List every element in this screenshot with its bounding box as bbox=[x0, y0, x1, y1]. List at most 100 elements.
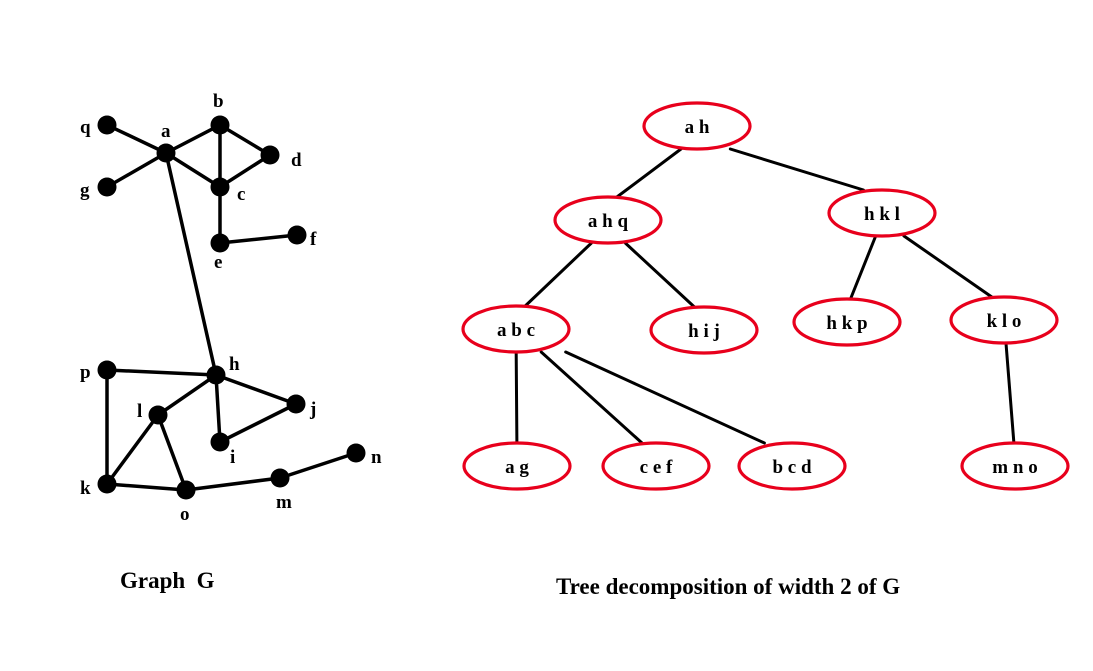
tree-bag-b10: b c d bbox=[737, 441, 847, 491]
tree-bag-b4: a b c bbox=[461, 304, 571, 354]
graph-vertex-label-e: e bbox=[214, 252, 222, 273]
tree-bag-b2: a h q bbox=[553, 195, 663, 245]
tree-bags: a h a h q h k l a b c h i j h k p k l o a g c e … bbox=[461, 101, 1070, 491]
tree-caption: Tree decomposition of width 2 of G bbox=[556, 574, 900, 599]
bag-label: h k l bbox=[864, 204, 900, 225]
graph-vertex-label-l: l bbox=[137, 401, 142, 422]
tree-bag-b8: a g bbox=[462, 441, 572, 491]
bag-label: a h q bbox=[588, 211, 629, 232]
graph-vertex-f bbox=[287, 225, 307, 245]
bag-ellipse bbox=[461, 304, 571, 354]
tree-edge-b2-b5 bbox=[623, 241, 696, 309]
tree-bag-b5: h i j bbox=[649, 305, 759, 355]
graph-vertex-label-f: f bbox=[310, 229, 317, 250]
graph-edge-k-o bbox=[105, 482, 188, 492]
tree-edge-b3-b6 bbox=[849, 234, 878, 301]
tree-bag-b11: m n o bbox=[960, 441, 1070, 491]
bag-ellipse bbox=[601, 441, 711, 491]
tree-edge-b4-b8 bbox=[514, 350, 519, 445]
tree-edge-b1-b2 bbox=[615, 147, 683, 199]
graph-vertex-c bbox=[210, 177, 230, 197]
tree-edge-b1-b3 bbox=[728, 147, 865, 192]
graph-vertex-label-p: p bbox=[80, 362, 91, 383]
bag-ellipse bbox=[649, 305, 759, 355]
bag-label: a h bbox=[685, 117, 710, 138]
graph-vertex-o bbox=[176, 480, 196, 500]
graph-edge-g-a bbox=[105, 151, 168, 189]
graph-vertex-i bbox=[210, 432, 230, 452]
graph-vertex-k bbox=[97, 474, 117, 494]
graph-edge-p-h bbox=[105, 368, 218, 377]
graph-vertex-label-c: c bbox=[237, 184, 245, 205]
tree-bag-b3: h k l bbox=[827, 188, 937, 238]
graph-vertex-label-h: h bbox=[229, 354, 240, 375]
graph-vertex-label-g: g bbox=[80, 180, 90, 201]
graph-edge-h-j bbox=[214, 373, 298, 406]
graph-vertex-label-k: k bbox=[80, 478, 91, 499]
graph-vertex-labels: q a b g c d e f h p l j i k o m n bbox=[80, 91, 382, 525]
graph-vertex-label-b: b bbox=[213, 91, 224, 112]
tree-bag-b6: h k p bbox=[792, 297, 902, 347]
graph-edge-h-i bbox=[214, 373, 222, 444]
graph-vertex-label-q: q bbox=[80, 117, 91, 138]
tree-edge-b3-b7 bbox=[902, 234, 994, 299]
graph-vertex-h bbox=[206, 365, 226, 385]
tree-edge-b2-b4 bbox=[523, 241, 593, 308]
graph-edge-l-h bbox=[156, 373, 218, 417]
graph-edge-e-f bbox=[218, 233, 299, 245]
graph-vertex-a bbox=[156, 143, 176, 163]
graph-vertex-p bbox=[97, 360, 117, 380]
graph-vertex-label-m: m bbox=[276, 492, 292, 513]
graph-vertex-m bbox=[270, 468, 290, 488]
tree-edge-b4-b9 bbox=[539, 350, 644, 445]
graph-edge-q-a bbox=[105, 123, 168, 155]
graph-vertex-g bbox=[97, 177, 117, 197]
graph-edge-i-j bbox=[218, 402, 298, 444]
tree-bag-b7: k l o bbox=[949, 295, 1059, 345]
bag-ellipse bbox=[949, 295, 1059, 345]
tree-bag-b9: c e f bbox=[601, 441, 711, 491]
bag-label: h k p bbox=[826, 313, 867, 334]
graph-caption: Graph G bbox=[120, 568, 215, 593]
graph-edge-k-l bbox=[105, 413, 160, 486]
bag-ellipse bbox=[827, 188, 937, 238]
graph-edge-l-o bbox=[156, 413, 188, 492]
bag-label: h i j bbox=[688, 321, 720, 342]
bag-ellipse bbox=[960, 441, 1070, 491]
bag-label: m n o bbox=[992, 457, 1037, 478]
graph-edge-m-n bbox=[278, 451, 358, 480]
bag-ellipse bbox=[792, 297, 902, 347]
graph-edge-c-d bbox=[218, 153, 272, 189]
graph-vertex-label-i: i bbox=[230, 447, 235, 468]
graph-vertex-d bbox=[260, 145, 280, 165]
bag-ellipse bbox=[462, 441, 572, 491]
tree-edge-b4-b10 bbox=[564, 350, 766, 445]
graph-edges bbox=[105, 123, 358, 492]
graph-vertex-n bbox=[346, 443, 366, 463]
graph-edge-o-m bbox=[184, 476, 282, 492]
tree-bag-b1: a h bbox=[642, 101, 752, 151]
bag-label: a b c bbox=[497, 320, 535, 341]
graph-edge-a-b bbox=[164, 123, 222, 155]
graph-vertex-j bbox=[286, 394, 306, 414]
graph-vertex-label-d: d bbox=[291, 150, 302, 171]
graph-vertex-l bbox=[148, 405, 168, 425]
bag-label: a g bbox=[505, 457, 529, 478]
bag-label: b c d bbox=[772, 457, 812, 478]
graph-vertex-label-j: j bbox=[309, 399, 316, 420]
graph-vertex-label-n: n bbox=[371, 447, 382, 468]
graph-edge-a-h bbox=[164, 151, 218, 377]
bag-label: k l o bbox=[987, 311, 1022, 332]
tree-edge-b7-b11 bbox=[1004, 341, 1016, 445]
graph-vertex-q bbox=[97, 115, 117, 135]
bag-ellipse bbox=[737, 441, 847, 491]
graph-vertex-b bbox=[210, 115, 230, 135]
bag-label: c e f bbox=[640, 457, 673, 478]
graph-vertices bbox=[97, 115, 366, 500]
tree-edges bbox=[514, 147, 1016, 445]
graph-vertex-label-o: o bbox=[180, 504, 190, 525]
graph-edge-a-c bbox=[164, 151, 222, 189]
graph-vertex-e bbox=[210, 233, 230, 253]
graph-vertex-label-a: a bbox=[161, 121, 171, 142]
